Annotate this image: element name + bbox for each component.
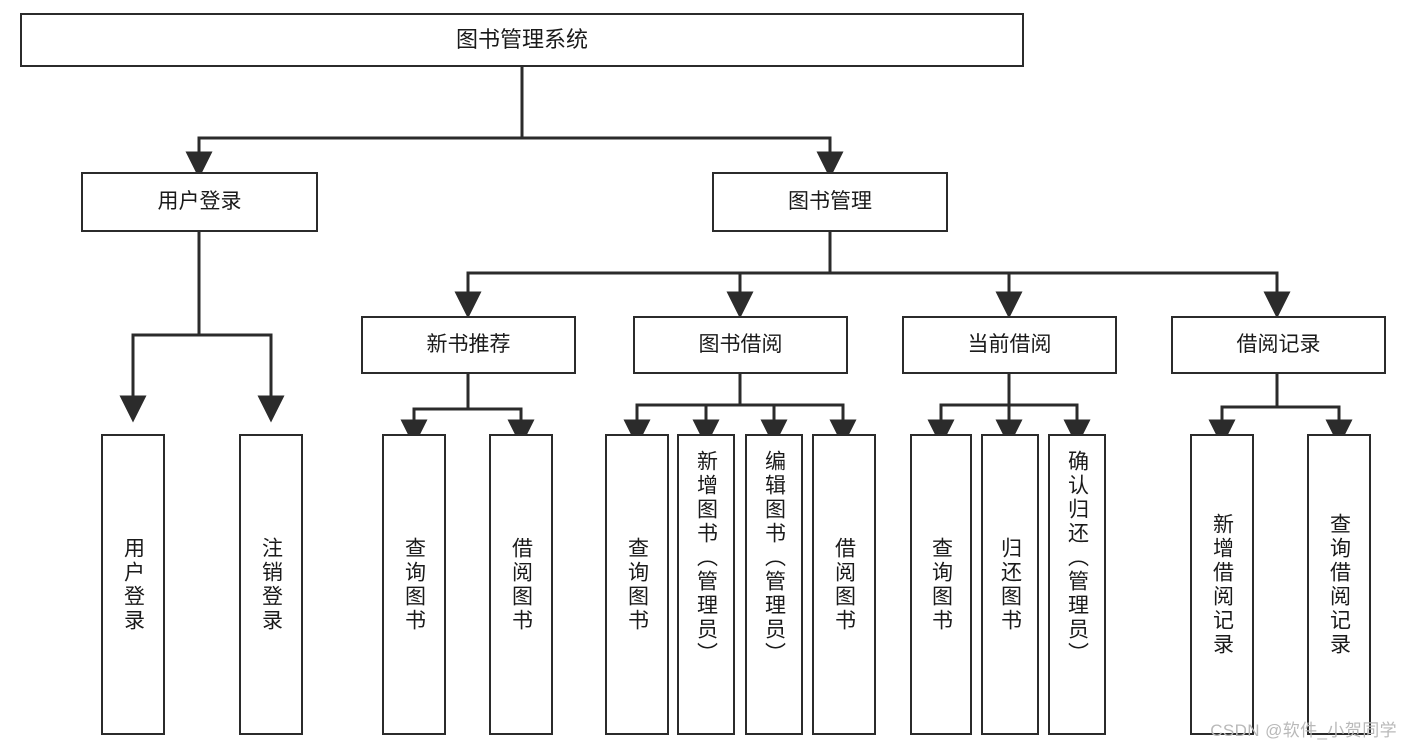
leaf-current-query-book[interactable]: 查询图书	[910, 434, 972, 735]
leaf-borrow-edit-book-admin[interactable]: 编辑图书（管理员）	[745, 434, 803, 735]
leaf-user-login-signin[interactable]: 用户登录	[101, 434, 165, 735]
leaf-borrow-add-book-admin[interactable]: 新增图书（管理员）	[677, 434, 735, 735]
node-label: 查询借阅记录	[1327, 512, 1351, 657]
node-label: 查询图书	[929, 536, 953, 633]
node-root-book-management-system[interactable]: 图书管理系统	[20, 13, 1024, 67]
leaf-recommend-borrow-book[interactable]: 借阅图书	[489, 434, 553, 735]
node-label: 借阅图书	[509, 536, 533, 633]
node-label: 当前借阅	[967, 332, 1052, 356]
leaf-records-query-record[interactable]: 查询借阅记录	[1307, 434, 1371, 735]
leaf-records-add-record[interactable]: 新增借阅记录	[1190, 434, 1254, 735]
node-label: 用户登录	[121, 536, 145, 633]
leaf-current-return-book[interactable]: 归还图书	[981, 434, 1039, 735]
leaf-user-login-signout[interactable]: 注销登录	[239, 434, 303, 735]
leaf-borrow-query-book[interactable]: 查询图书	[605, 434, 669, 735]
csdn-watermark: CSDN @软件_小贺同学	[1210, 721, 1397, 740]
node-label: 借阅图书	[832, 536, 856, 633]
node-label: 新书推荐	[426, 332, 511, 356]
node-current-borrow[interactable]: 当前借阅	[902, 316, 1117, 374]
node-user-login[interactable]: 用户登录	[81, 172, 318, 232]
node-label: 归还图书	[998, 536, 1022, 633]
node-label: 确认归还（管理员）	[1065, 450, 1089, 666]
node-label: 图书借阅	[698, 332, 783, 356]
leaf-current-confirm-return-admin[interactable]: 确认归还（管理员）	[1048, 434, 1106, 735]
node-borrow-records[interactable]: 借阅记录	[1171, 316, 1386, 374]
node-label: 查询图书	[625, 536, 649, 633]
node-new-book-recommend[interactable]: 新书推荐	[361, 316, 576, 374]
node-book-borrow[interactable]: 图书借阅	[633, 316, 848, 374]
node-label: 图书管理系统	[455, 27, 588, 53]
leaf-recommend-query-book[interactable]: 查询图书	[382, 434, 446, 735]
node-book-management[interactable]: 图书管理	[712, 172, 948, 232]
node-label: 借阅记录	[1236, 332, 1321, 356]
node-label: 注销登录	[259, 536, 283, 633]
node-label: 查询图书	[402, 536, 426, 633]
node-label: 图书管理	[788, 189, 872, 213]
node-label: 新增图书（管理员）	[694, 450, 718, 666]
node-label: 编辑图书（管理员）	[762, 450, 786, 666]
leaf-borrow-borrow-book[interactable]: 借阅图书	[812, 434, 876, 735]
node-label: 用户登录	[157, 189, 242, 213]
node-label: 新增借阅记录	[1210, 512, 1234, 657]
